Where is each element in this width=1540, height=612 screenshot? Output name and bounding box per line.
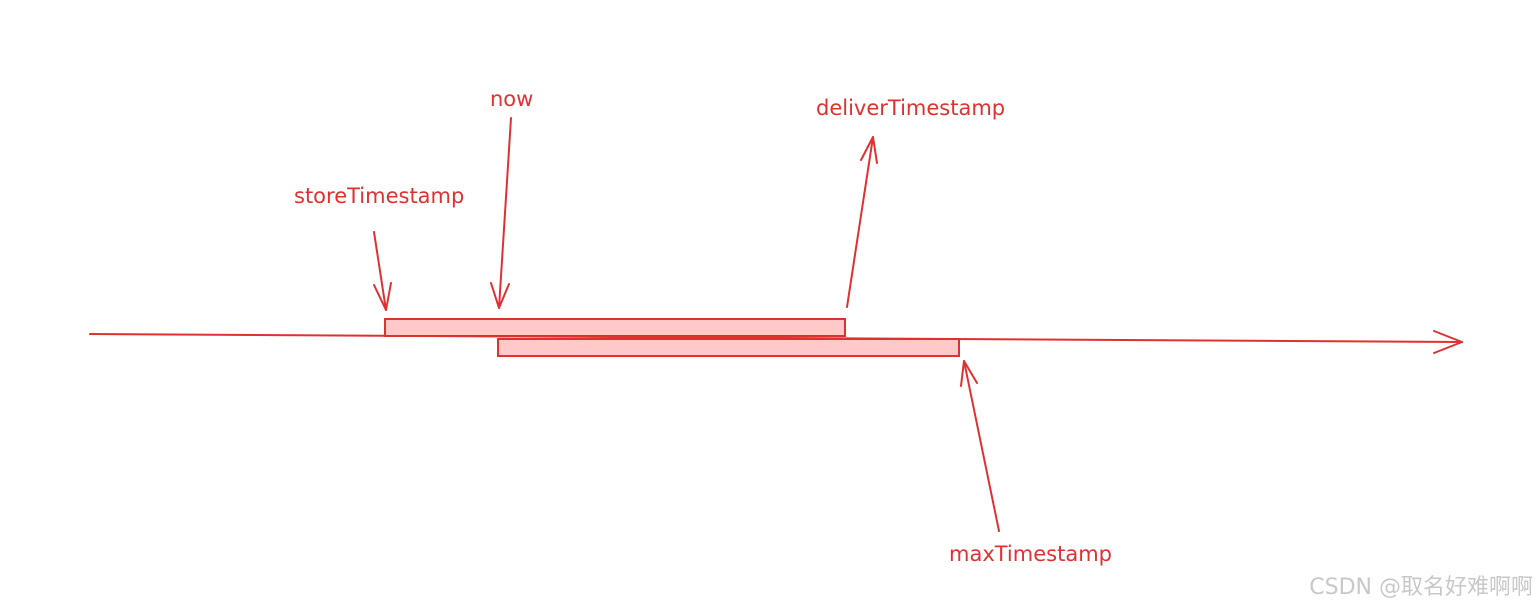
- deliver-timestamp-arrow: [846, 136, 874, 308]
- max-timestamp-arrow: [963, 360, 1000, 532]
- label-store-timestamp: storeTimestamp: [294, 184, 464, 208]
- store-deliver-bar: [384, 318, 846, 337]
- label-now: now: [490, 87, 533, 111]
- store-timestamp-arrowhead: [373, 282, 392, 311]
- store-timestamp-arrow: [373, 231, 387, 311]
- now-max-bar: [497, 338, 960, 357]
- watermark: CSDN @取名好难啊啊: [1309, 575, 1533, 600]
- max-timestamp-arrowhead: [960, 360, 978, 387]
- now-arrowhead: [490, 282, 510, 309]
- deliver-timestamp-arrowhead: [860, 136, 878, 164]
- label-deliver-timestamp: deliverTimestamp: [816, 96, 1005, 120]
- timeline-arrowhead: [1433, 330, 1463, 354]
- label-max-timestamp: maxTimestamp: [949, 542, 1112, 566]
- now-arrow: [498, 117, 512, 309]
